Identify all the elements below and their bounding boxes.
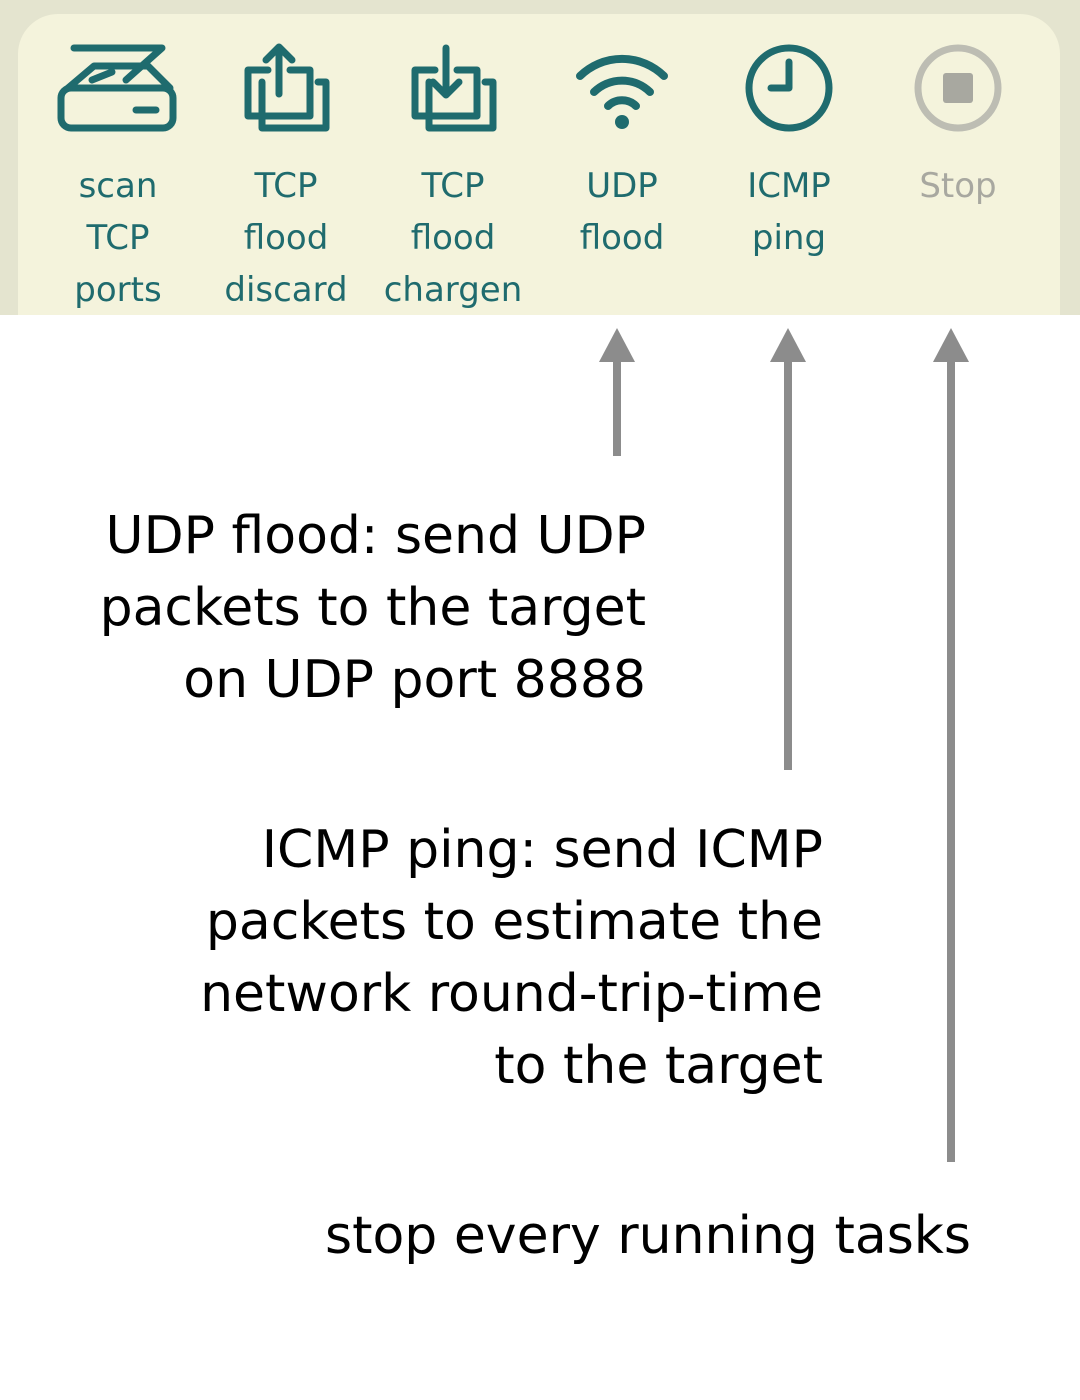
stop-description: stop every running tasks	[325, 1200, 971, 1272]
stop-icon	[883, 38, 1033, 138]
stop-note-line: stop every running tasks	[324, 1206, 971, 1266]
udp-arrow	[599, 328, 635, 456]
stop-label: Stop	[919, 166, 997, 206]
icmp-ping-label: ICMP ping	[747, 166, 831, 258]
wifi-icon	[547, 38, 697, 138]
scan-tcp-ports-button[interactable]: scan TCP ports	[43, 14, 193, 315]
icmp-note-line: ICMP ping: send ICMP	[261, 820, 823, 880]
icmp-arrow	[770, 328, 806, 770]
icmp-note-line: packets to estimate the	[205, 892, 823, 952]
toolbar: scan TCP ports TCP flood discard	[18, 14, 1060, 315]
icmp-note-line: to the target	[494, 1036, 823, 1096]
udp-flood-label: UDP flood	[579, 166, 665, 258]
icmp-ping-description: ICMP ping: send ICMP packets to estimate…	[200, 814, 823, 1102]
udp-flood-button[interactable]: UDP flood	[547, 14, 697, 315]
scanner-icon	[43, 38, 193, 138]
upload-tray-icon	[211, 38, 361, 138]
udp-flood-description: UDP flood: send UDP packets to the targe…	[100, 500, 646, 716]
udp-note-line: on UDP port 8888	[183, 650, 646, 710]
tcp-flood-discard-label: TCP flood discard	[224, 166, 348, 310]
tcp-flood-chargen-button[interactable]: TCP flood chargen	[378, 14, 528, 315]
icmp-note-line: network round-trip-time	[200, 964, 823, 1024]
clock-icon	[714, 38, 864, 138]
icmp-ping-button[interactable]: ICMP ping	[714, 14, 864, 315]
stop-arrow	[933, 328, 969, 1162]
download-tray-icon	[378, 38, 528, 138]
scan-tcp-ports-label: scan TCP ports	[74, 166, 162, 310]
stop-button[interactable]: Stop	[883, 14, 1033, 315]
udp-note-line: packets to the target	[99, 578, 646, 638]
tcp-flood-chargen-label: TCP flood chargen	[383, 166, 523, 310]
udp-note-line: UDP flood: send UDP	[105, 506, 646, 566]
tcp-flood-discard-button[interactable]: TCP flood discard	[211, 14, 361, 315]
